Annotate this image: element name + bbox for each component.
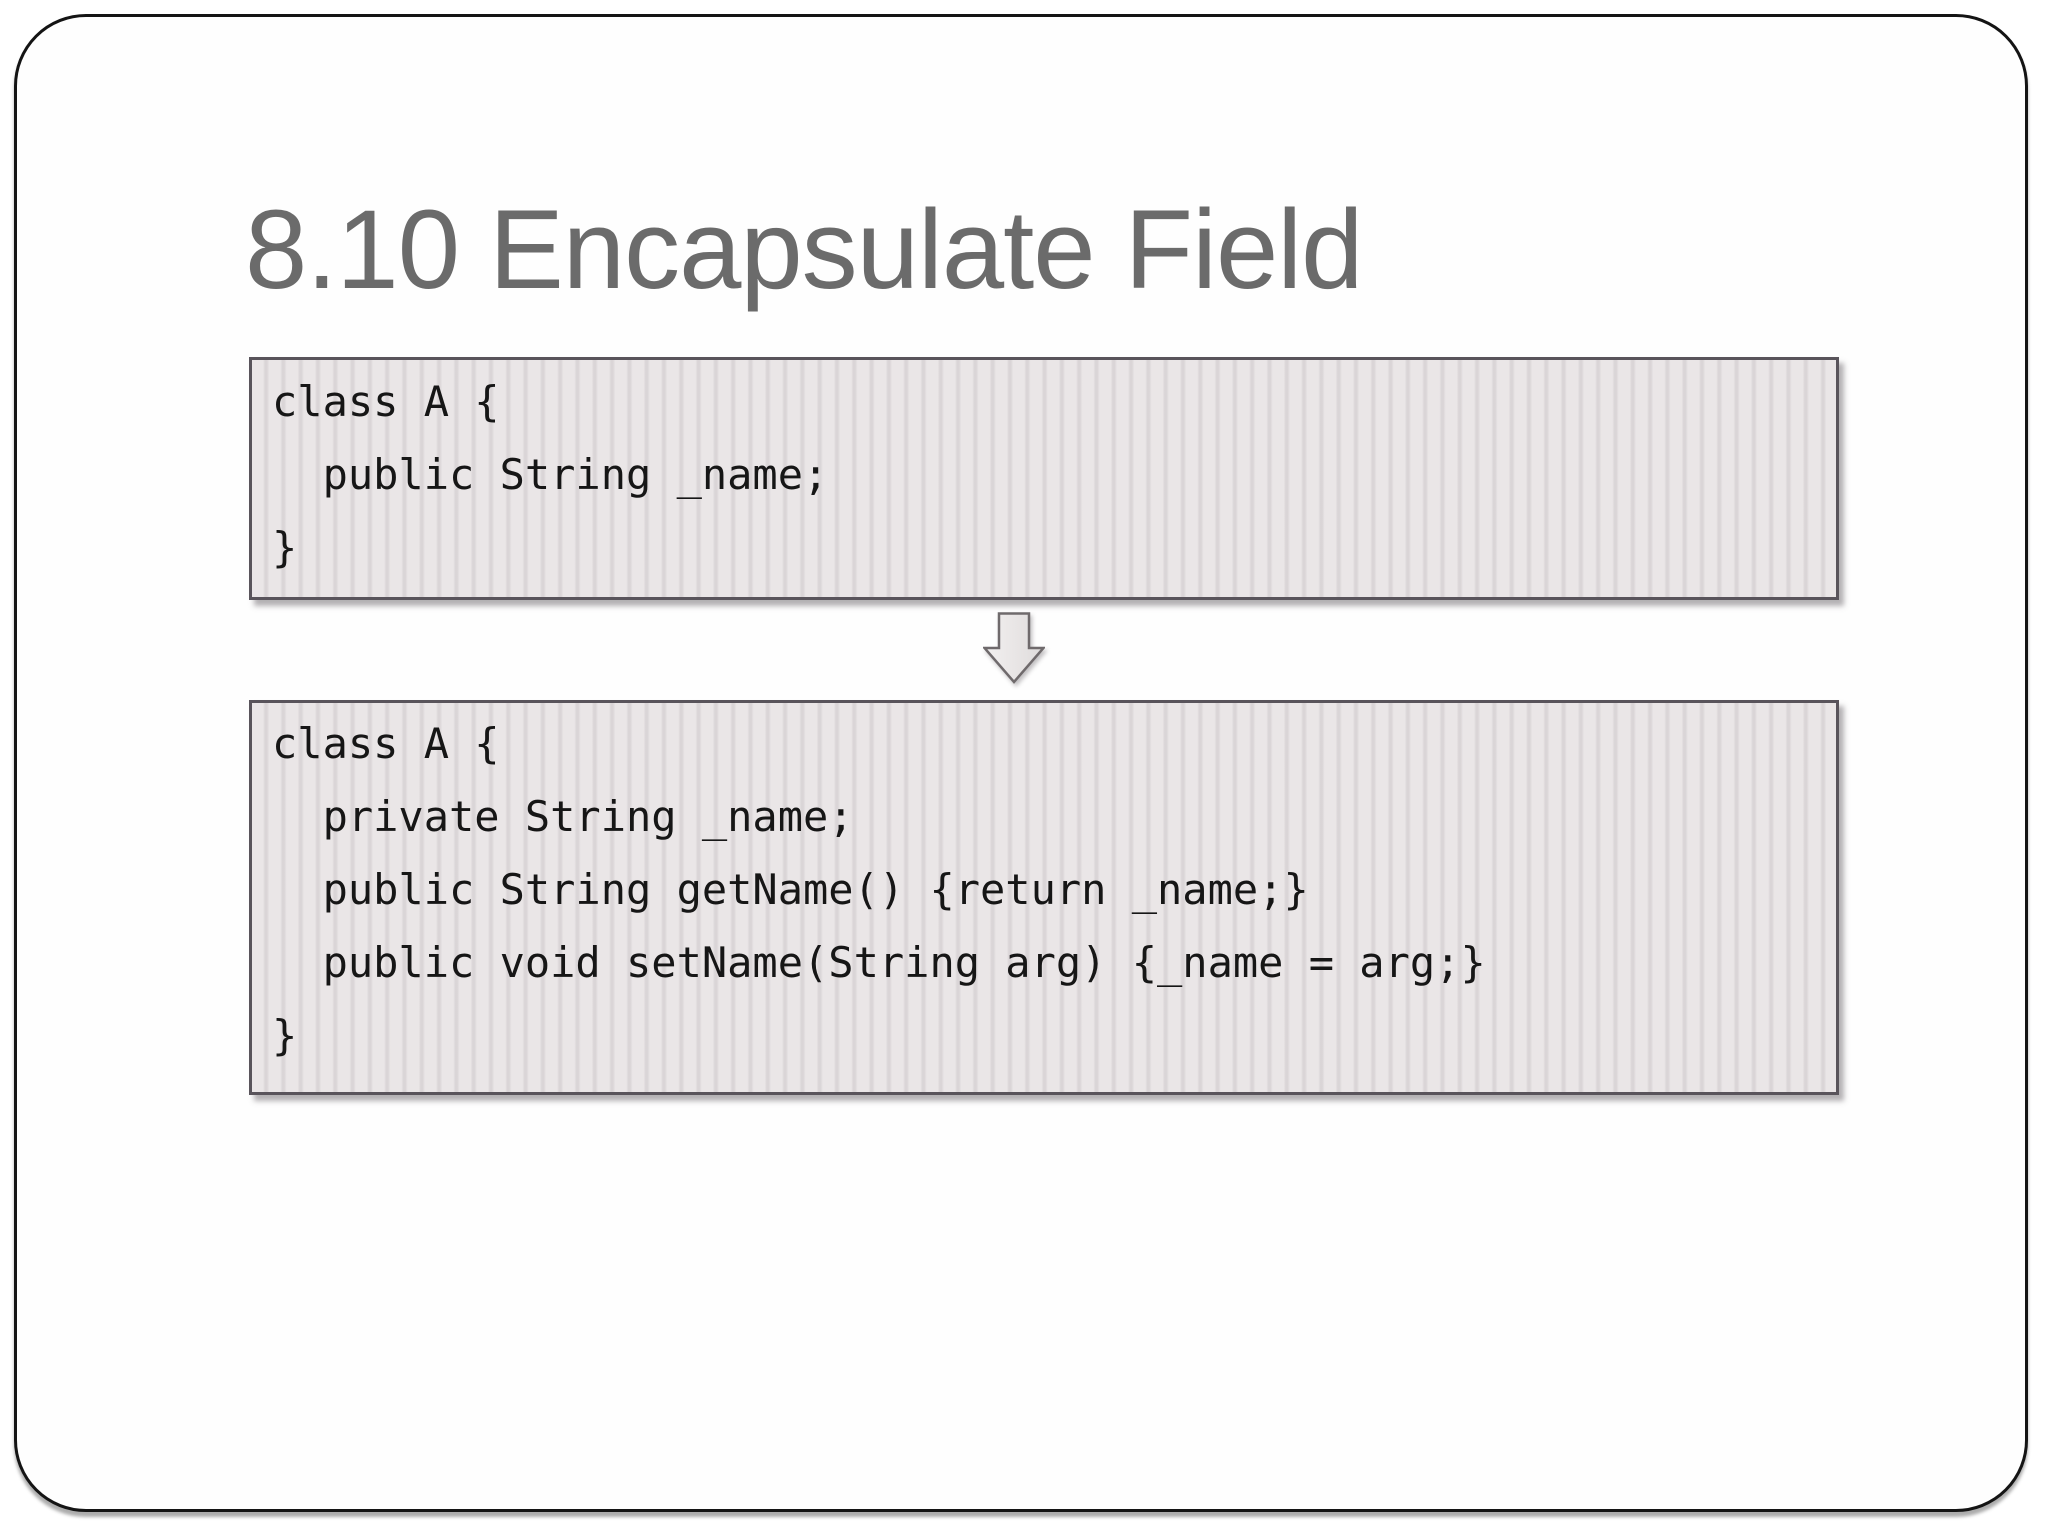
code-line: class A { bbox=[272, 719, 500, 768]
code-line: class A { bbox=[272, 377, 500, 426]
code-box-before: class A { public String _name; } bbox=[249, 357, 1839, 600]
code-line: public String _name; bbox=[272, 450, 829, 499]
code-line: private String _name; bbox=[272, 792, 854, 841]
slide-frame: 8.10 Encapsulate Field class A { public … bbox=[14, 14, 2028, 1512]
code-line: public String getName() {return _name;} bbox=[272, 865, 1309, 914]
code-box-after: class A { private String _name; public S… bbox=[249, 700, 1839, 1095]
down-arrow-icon bbox=[983, 612, 1045, 684]
code-line: } bbox=[272, 523, 298, 572]
code-line: public void setName(String arg) {_name =… bbox=[272, 938, 1486, 987]
code-line: } bbox=[272, 1011, 298, 1060]
slide-title: 8.10 Encapsulate Field bbox=[245, 187, 1363, 312]
